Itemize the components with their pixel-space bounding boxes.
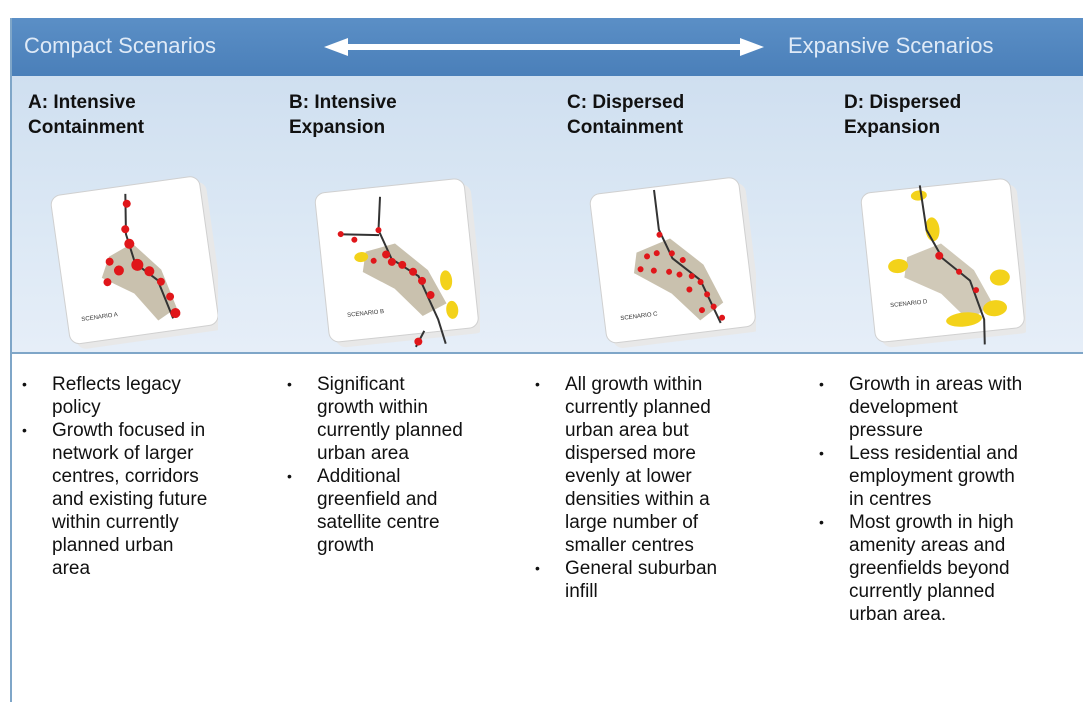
text-line: in centres (849, 489, 932, 510)
text-line: All growth within (565, 374, 703, 395)
text-line: Significant (317, 374, 405, 395)
scenario-a-map: SCENARIO A (50, 176, 218, 349)
text-line: Growth in areas with (849, 374, 1023, 395)
text-line: smaller centres (565, 535, 694, 556)
text-line: dispersed more (565, 443, 696, 464)
scenario-a-title: A: Intensive Containment (28, 90, 144, 140)
text-line: area (52, 558, 91, 579)
text-line: growth within (317, 397, 428, 418)
text-line: employment growth (849, 466, 1015, 487)
scenario-d-bullet: Growth in areas with development pressur… (814, 373, 1082, 442)
text-line: within currently (52, 512, 179, 533)
text-line: amenity areas and (849, 535, 1006, 556)
text-line: evenly at lower (565, 466, 692, 487)
scenario-a-title-line2: Containment (28, 117, 145, 138)
scenario-b-title-line2: Expansion (289, 117, 386, 138)
text-line: currently planned (849, 581, 995, 602)
text-line: Less residential and (849, 443, 1018, 464)
text-line: large number of (565, 512, 699, 533)
scenario-b-map: SCENARIO B (314, 178, 480, 348)
scenario-c-description: All growth within currently planned urba… (530, 373, 800, 603)
scenario-d-title-line1: D: Dispersed (844, 92, 962, 113)
text-line: centres, corridors (52, 466, 199, 487)
scenario-table: Compact Scenarios Expansive Scenarios A:… (10, 18, 1083, 702)
scenario-b-description: Significant growth within currently plan… (282, 373, 537, 557)
scale-header: Compact Scenarios Expansive Scenarios (12, 18, 1083, 76)
text-line: urban area (317, 443, 409, 464)
scenario-d-title-line2: Expansion (844, 117, 941, 138)
text-line: Reflects legacy (52, 374, 181, 395)
text-line: urban area but (565, 420, 689, 441)
text-line: growth (317, 535, 375, 556)
expansive-scenarios-label: Expansive Scenarios (788, 33, 994, 58)
text-line: urban area. (849, 604, 947, 625)
text-line: densities within a (565, 489, 710, 510)
text-line: greenfields beyond (849, 558, 1010, 579)
scenario-b-bullet: Additional greenfield and satellite cent… (282, 465, 537, 557)
scenario-d-title: D: Dispersed Expansion (844, 90, 961, 140)
scenario-c-bullet: All growth within currently planned urba… (530, 373, 800, 557)
text-line: and existing future (52, 489, 208, 510)
text-line: General suburban (565, 558, 718, 579)
scenario-d-bullet: Less residential and employment growth i… (814, 442, 1082, 511)
scenario-a-description: Reflects legacy policy Growth focused in… (17, 373, 267, 580)
scenario-a-map-label: SCENARIO A (81, 312, 118, 323)
text-line: policy (52, 397, 101, 418)
scenario-a-title-line1: A: Intensive (28, 92, 136, 113)
scenario-a-bullet: Reflects legacy policy (17, 373, 267, 419)
text-line: currently planned (317, 420, 463, 441)
text-line: satellite centre (317, 512, 440, 533)
scenario-b-title-line1: B: Intensive (289, 92, 397, 113)
text-line: currently planned (565, 397, 711, 418)
scenario-b-map-label: SCENARIO B (347, 309, 384, 319)
scenario-c-title: C: Dispersed Containment (567, 90, 684, 140)
scenario-panel: A: Intensive Containment SCENARIO A B: I… (12, 76, 1083, 353)
text-line: planned urban (52, 535, 174, 556)
compact-scenarios-label: Compact Scenarios (24, 33, 216, 58)
scenario-c-title-line1: C: Dispersed (567, 92, 685, 113)
scenario-c-map: SCENARIO C (589, 177, 756, 348)
text-line: pressure (849, 420, 923, 441)
scenario-c-title-line2: Containment (567, 117, 684, 138)
text-line: network of larger (52, 443, 194, 464)
scenario-c-bullet: General suburban infill (530, 557, 800, 603)
scenario-b-bullet: Significant growth within currently plan… (282, 373, 537, 465)
section-divider (12, 352, 1083, 354)
scenario-d-map-label: SCENARIO D (890, 299, 928, 309)
text-line: development (849, 397, 958, 418)
scenario-a-bullet: Growth focused in network of larger cent… (17, 419, 267, 580)
text-line: Additional (317, 466, 401, 487)
scenario-d-description: Growth in areas with development pressur… (814, 373, 1082, 626)
scenario-d-map: SCENARIO D (860, 178, 1026, 348)
scenario-c-map-label: SCENARIO C (620, 311, 658, 322)
text-line: infill (565, 581, 598, 602)
scenario-b-title: B: Intensive Expansion (289, 90, 397, 140)
double-arrow-icon (324, 38, 764, 56)
scenario-d-bullet: Most growth in high amenity areas and gr… (814, 511, 1082, 626)
text-line: Most growth in high (849, 512, 1014, 533)
text-line: Growth focused in (52, 420, 206, 441)
text-line: greenfield and (317, 489, 438, 510)
